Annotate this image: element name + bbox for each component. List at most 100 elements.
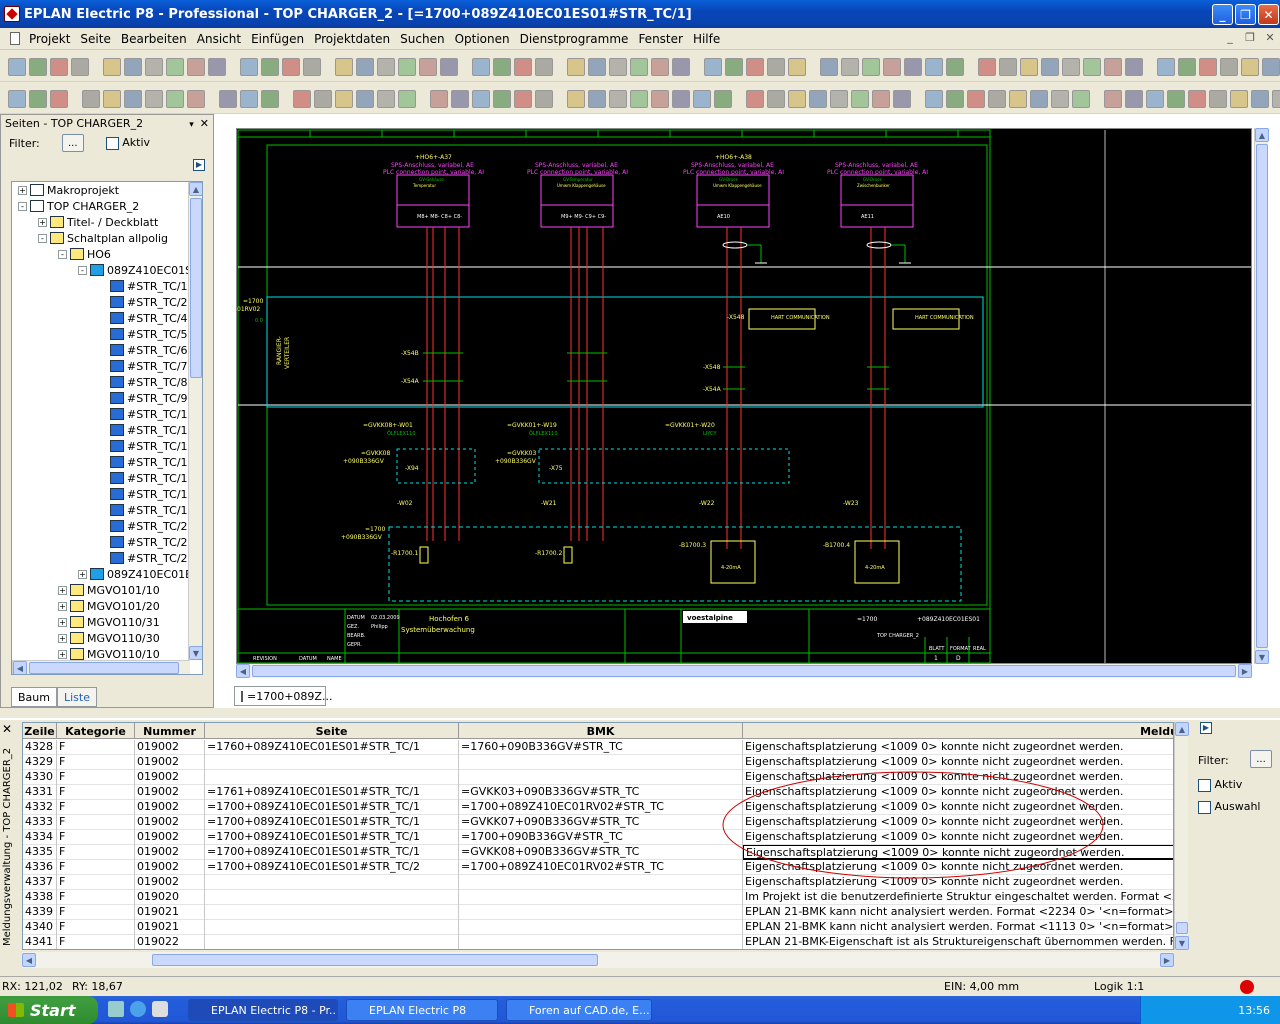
- toolbar-tool-icon[interactable]: [472, 89, 490, 108]
- tree-node[interactable]: +MGVO110/10: [58, 646, 160, 662]
- toolbar-tool-icon[interactable]: [261, 89, 279, 108]
- tree-node[interactable]: +089Z410EC01E:: [78, 566, 196, 582]
- vscroll-thumb[interactable]: [1256, 144, 1268, 648]
- expand-icon[interactable]: +: [18, 185, 27, 195]
- task-eplan-pro[interactable]: EPLAN Electric P8 - Pr...: [188, 999, 338, 1021]
- toolbar-tool-icon[interactable]: [398, 89, 416, 108]
- expand-icon[interactable]: +: [38, 217, 47, 227]
- grid-scroll-right[interactable]: ▶: [1160, 953, 1174, 967]
- toolbar-tool-icon[interactable]: [1125, 89, 1143, 108]
- scroll-left-button[interactable]: ◀: [236, 664, 250, 678]
- toolbar-tool-icon[interactable]: [672, 89, 690, 108]
- toolbar-tool-icon[interactable]: [1251, 89, 1269, 108]
- toolbar-tool-icon[interactable]: [830, 89, 848, 108]
- close-button[interactable]: ✕: [1258, 4, 1279, 25]
- toolbar-tool-icon[interactable]: [746, 89, 764, 108]
- toolbar-tool-icon[interactable]: [651, 57, 669, 76]
- toolbar-tool-icon[interactable]: [883, 57, 901, 76]
- toolbar-tool-icon[interactable]: [335, 57, 353, 76]
- toolbar-tool-icon[interactable]: [1104, 57, 1122, 76]
- column-header-zeile[interactable]: Zeile: [23, 723, 57, 739]
- toolbar-tool-icon[interactable]: [1157, 57, 1175, 76]
- toolbar-tool-icon[interactable]: [187, 89, 205, 108]
- toolbar-tool-icon[interactable]: [1167, 89, 1185, 108]
- toolbar-tool-icon[interactable]: [1209, 89, 1227, 108]
- scroll-right-button[interactable]: ▶: [1238, 664, 1252, 678]
- expand-icon[interactable]: +: [58, 617, 67, 627]
- tree-node[interactable]: -TOP CHARGER_2: [18, 198, 139, 214]
- toolbar-tool-icon[interactable]: [29, 57, 47, 76]
- toolbar-tool-icon[interactable]: [588, 57, 606, 76]
- start-button[interactable]: Start: [0, 996, 98, 1024]
- toolbar-tool-icon[interactable]: [282, 57, 300, 76]
- toolbar-tool-icon[interactable]: [893, 89, 911, 108]
- toolbar-tool-icon[interactable]: [8, 57, 26, 76]
- toolbar-tool-icon[interactable]: [514, 89, 532, 108]
- menu-optionen[interactable]: Optionen: [454, 31, 510, 46]
- toolbar-tool-icon[interactable]: [1178, 57, 1196, 76]
- toolbar-tool-icon[interactable]: [1062, 57, 1080, 76]
- tree-node[interactable]: +Makroprojekt: [18, 182, 119, 198]
- toolbar-tool-icon[interactable]: [767, 57, 785, 76]
- grid-scroll-down[interactable]: ▼: [1175, 936, 1189, 950]
- tree-node[interactable]: -HO6: [58, 246, 111, 262]
- toolbar-tool-icon[interactable]: [219, 89, 237, 108]
- tree-node[interactable]: #STR_TC/2: [98, 534, 188, 550]
- toolbar-tool-icon[interactable]: [103, 89, 121, 108]
- toolbar-tool-icon[interactable]: [103, 57, 121, 76]
- toolbar-tool-icon[interactable]: [166, 57, 184, 76]
- expand-icon[interactable]: +: [58, 633, 67, 643]
- ie-icon[interactable]: [130, 1001, 146, 1017]
- toolbar-tool-icon[interactable]: [440, 57, 458, 76]
- toolbar-tool-icon[interactable]: [820, 57, 838, 76]
- mdi-minimize-button[interactable]: _: [1227, 31, 1233, 44]
- tree-node[interactable]: #STR_TC/2: [98, 550, 188, 566]
- tree-node[interactable]: +MGVO110/31: [58, 614, 160, 630]
- toolbar-tool-icon[interactable]: [293, 89, 311, 108]
- tree-hscroll-thumb[interactable]: [29, 662, 179, 674]
- toolbar-tool-icon[interactable]: [493, 57, 511, 76]
- collapse-icon[interactable]: -: [58, 249, 67, 259]
- menu-hilfe[interactable]: Hilfe: [692, 31, 721, 46]
- menu-dienstprogramme[interactable]: Dienstprogramme: [519, 31, 629, 46]
- toolbar-tool-icon[interactable]: [788, 89, 806, 108]
- toolbar-tool-icon[interactable]: [693, 89, 711, 108]
- grid-scroll-left[interactable]: ◀: [22, 953, 36, 967]
- toolbar-tool-icon[interactable]: [535, 89, 553, 108]
- toolbar-tool-icon[interactable]: [1051, 89, 1069, 108]
- toolbar-tool-icon[interactable]: [419, 57, 437, 76]
- toolbar-tool-icon[interactable]: [50, 89, 68, 108]
- filter-button[interactable]: ...: [61, 134, 84, 152]
- tree-node[interactable]: +MGVO101/10: [58, 582, 160, 598]
- grid-scroll-up[interactable]: ▲: [1175, 722, 1189, 736]
- menu-fenster[interactable]: Fenster: [638, 31, 683, 46]
- toolbar-tool-icon[interactable]: [145, 89, 163, 108]
- toolbar-tool-icon[interactable]: [714, 89, 732, 108]
- scroll-thumb[interactable]: [252, 665, 1236, 677]
- tree-node[interactable]: #STR_TC/1: [98, 486, 188, 502]
- toolbar-tool-icon[interactable]: [1125, 57, 1143, 76]
- toolbar-tool-icon[interactable]: [651, 89, 669, 108]
- toolbar-tool-icon[interactable]: [609, 89, 627, 108]
- toolbar-tool-icon[interactable]: [377, 57, 395, 76]
- menu-einfuegen[interactable]: Einfügen: [251, 31, 305, 46]
- msg-auswahl-checkbox[interactable]: Auswahl: [1198, 800, 1261, 814]
- toolbar-tool-icon[interactable]: [29, 89, 47, 108]
- menu-seite[interactable]: Seite: [80, 31, 111, 46]
- toolbar-tool-icon[interactable]: [967, 89, 985, 108]
- toolbar-tool-icon[interactable]: [1104, 89, 1122, 108]
- toolbar-tool-icon[interactable]: [704, 57, 722, 76]
- toolbar-tool-icon[interactable]: [8, 89, 26, 108]
- menu-bearbeiten[interactable]: Bearbeiten: [120, 31, 187, 46]
- toolbar-tool-icon[interactable]: [788, 57, 806, 76]
- scroll-down-button[interactable]: ▼: [1255, 650, 1269, 664]
- tree-scroll-thumb[interactable]: [190, 198, 202, 378]
- tree-node[interactable]: #STR_TC/1: [98, 422, 188, 438]
- message-panel-close-icon[interactable]: ✕: [2, 722, 13, 736]
- toolbar-tool-icon[interactable]: [314, 89, 332, 108]
- toolbar-tool-icon[interactable]: [841, 57, 859, 76]
